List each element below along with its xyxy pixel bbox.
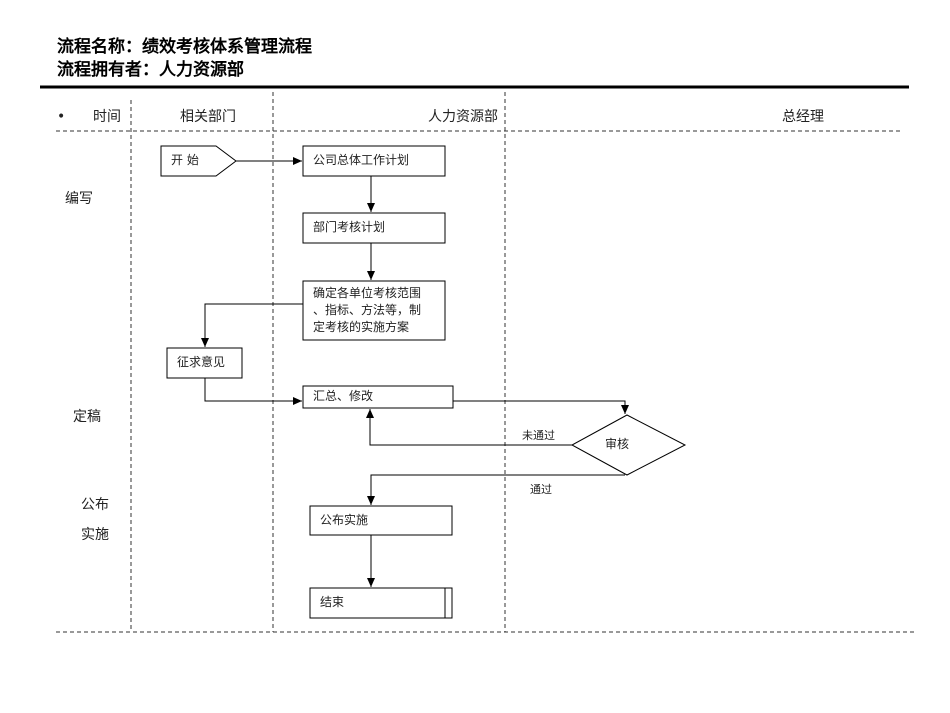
edge-review-not-passed <box>366 409 572 446</box>
define-scope-label-line1: 确定各单位考核范围 <box>313 286 422 300</box>
define-scope-box[interactable] <box>302 280 446 341</box>
summarize-label: 汇总、修改 <box>313 389 374 403</box>
phase-draft: 编写 <box>65 191 93 207</box>
header-bullet: • <box>57 109 66 125</box>
company-plan-box[interactable] <box>302 145 446 177</box>
dept-plan-box[interactable] <box>302 212 446 244</box>
review-label: 审核 <box>605 437 630 451</box>
header-time: 时间 <box>93 109 121 125</box>
phase-finalize: 定稿 <box>73 409 101 425</box>
start-node-shape[interactable] <box>160 145 237 177</box>
dept-plan-label: 部门考核计划 <box>313 220 386 234</box>
process-name-title: 流程名称：绩效考核体系管理流程 <box>57 37 312 57</box>
define-scope-label-line2: 、指标、方法等，制 <box>313 303 422 317</box>
lane-header-gm: 总经理 <box>782 109 824 125</box>
define-scope-label-line3: 定考核的实施方案 <box>313 320 410 334</box>
edge-label-passed: 通过 <box>530 483 552 496</box>
lane-header-related-depts: 相关部门 <box>180 109 236 125</box>
solicit-label: 征求意见 <box>177 355 226 369</box>
end-box[interactable] <box>309 587 453 619</box>
summarize-box[interactable] <box>302 385 454 409</box>
phase-publish: 公布 <box>81 497 109 513</box>
edge-label-not-passed: 未通过 <box>522 429 555 442</box>
company-plan-label: 公司总体工作计划 <box>313 153 410 167</box>
lane-header-hr: 人力资源部 <box>428 109 498 125</box>
edge-summarize-to-review <box>453 400 629 414</box>
edge-review-passed <box>367 474 625 505</box>
end-label: 结束 <box>320 595 345 609</box>
edge-scope-to-solicit <box>201 303 303 347</box>
solicit-box[interactable] <box>166 347 243 379</box>
phase-implement: 实施 <box>81 527 109 543</box>
edge-solicit-to-summarize <box>204 378 302 405</box>
publish-label: 公布实施 <box>320 513 369 527</box>
publish-box[interactable] <box>309 505 453 536</box>
process-owner-title: 流程拥有者：人力资源部 <box>57 60 244 80</box>
review-diamond[interactable] <box>570 414 687 476</box>
start-node-label: 开 始 <box>171 153 199 167</box>
